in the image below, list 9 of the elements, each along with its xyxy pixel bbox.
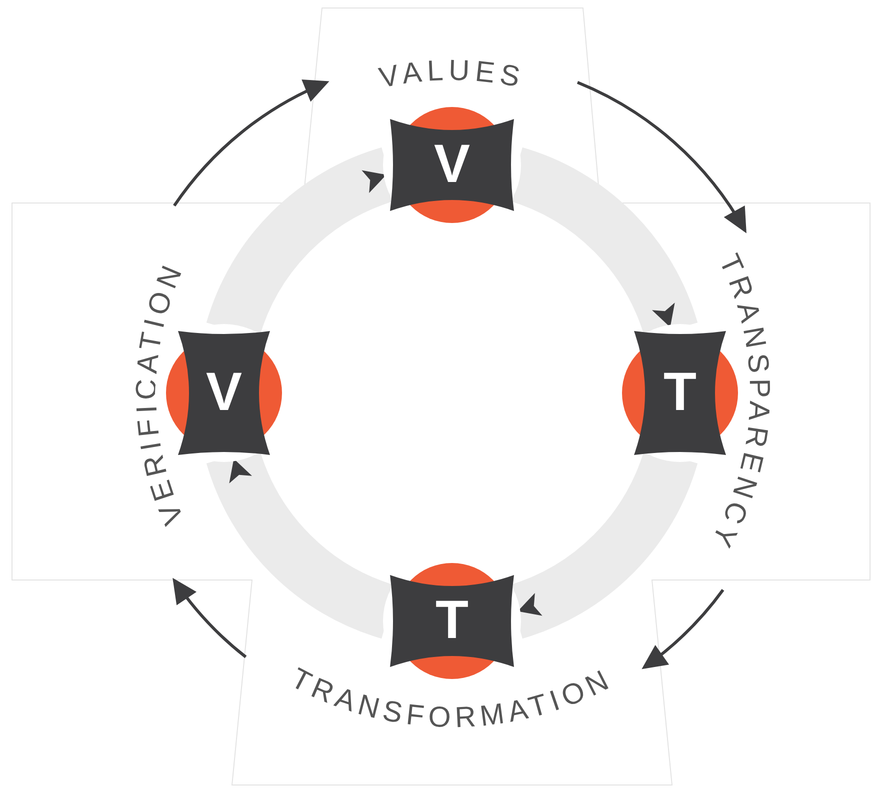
arrow [642, 588, 724, 670]
badge-letter: V [434, 136, 470, 191]
arrow [172, 578, 247, 658]
curved-label: VALUES [376, 54, 528, 95]
arrow [173, 81, 330, 207]
badge-letter: T [436, 592, 468, 647]
badge-letter: V [206, 364, 242, 419]
arrow [576, 81, 747, 234]
badge-letter: T [664, 364, 696, 419]
